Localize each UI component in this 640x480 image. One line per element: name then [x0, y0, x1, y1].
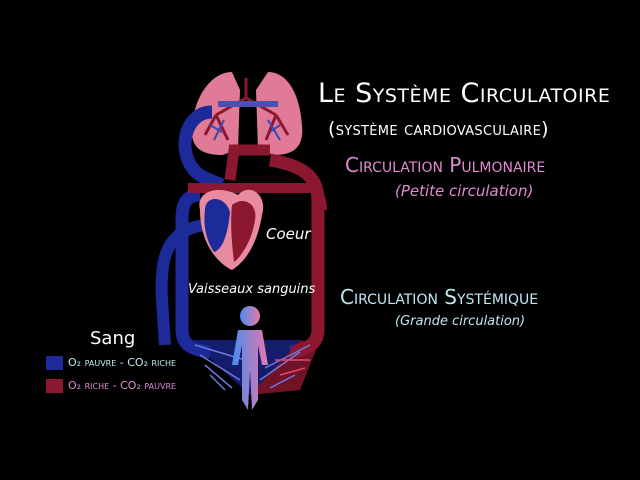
vessels-label: Vaisseaux sanguins [188, 282, 315, 297]
heart-label: Coeur [266, 225, 311, 243]
right-lung [256, 72, 302, 155]
systemic-label: Circulation Systémique [340, 285, 538, 309]
legend-item-oxygenated: O₂ riche - CO₂ pauvre [68, 379, 176, 392]
page-title: Le Système Circulatoire [318, 78, 610, 109]
page-subtitle: (système cardiovasculaire) [328, 118, 549, 140]
legend-title: Sang [90, 328, 135, 349]
pulmonary-sub-label: (Petite circulation) [395, 182, 533, 200]
pulmonary-label: Circulation Pulmonaire [345, 153, 545, 177]
legend-swatch-oxygenated [46, 379, 63, 393]
heart-icon [199, 190, 263, 270]
legend-item-deoxygenated: O₂ pauvre - CO₂ riche [68, 356, 176, 369]
systemic-sub-label: (Grande circulation) [395, 314, 525, 329]
legend-swatch-deoxygenated [46, 356, 63, 370]
